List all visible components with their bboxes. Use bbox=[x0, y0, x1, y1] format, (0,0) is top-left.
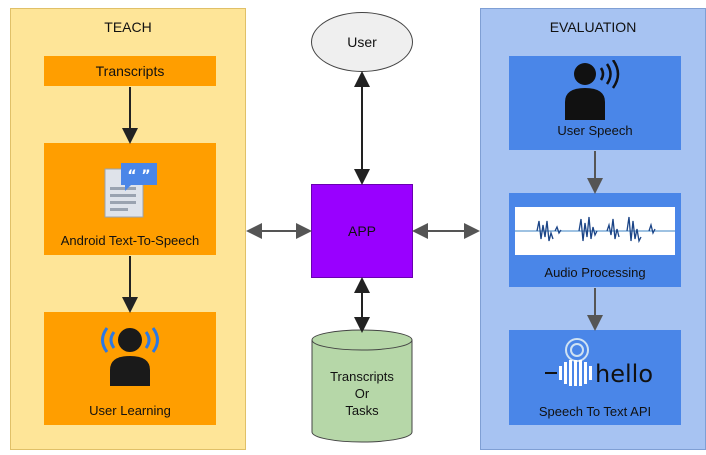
database-label-line3: Tasks bbox=[345, 403, 379, 418]
transcripts-label: Transcripts bbox=[95, 63, 165, 79]
text-to-speech-icon: “ ” bbox=[104, 163, 157, 218]
database-label: Transcripts Or Tasks bbox=[310, 368, 414, 419]
waveform-icon bbox=[515, 216, 675, 244]
audio-processing-box: Audio Processing bbox=[509, 193, 681, 287]
text-to-speech-box: “ ” Android Text-To-Speech bbox=[44, 143, 216, 255]
user-ellipse: User bbox=[311, 12, 413, 72]
text-to-speech-label: Android Text-To-Speech bbox=[60, 233, 200, 248]
user-speech-label: User Speech bbox=[557, 123, 633, 138]
speech-to-text-label: Speech To Text API bbox=[538, 404, 652, 419]
listening-person-icon bbox=[101, 327, 159, 386]
user-label: User bbox=[347, 34, 377, 50]
speech-to-text-box: hello Speech To Text API bbox=[509, 330, 681, 425]
app-label: APP bbox=[347, 223, 376, 239]
hello-logo bbox=[545, 338, 592, 386]
hello-logo-text: hello bbox=[595, 360, 653, 388]
teach-panel-title: TEACH bbox=[104, 19, 152, 35]
transcripts-box: Transcripts bbox=[44, 56, 216, 86]
user-speech-box: User Speech bbox=[509, 56, 681, 150]
database-cylinder bbox=[311, 329, 413, 443]
database-label-line1: Transcripts bbox=[330, 369, 394, 384]
svg-text:“ ”: “ ” bbox=[127, 168, 150, 184]
database-label-line2: Or bbox=[354, 386, 370, 401]
audio-processing-label: Audio Processing bbox=[544, 265, 646, 280]
user-learning-label: User Learning bbox=[89, 403, 171, 418]
waveform-panel bbox=[515, 207, 675, 255]
speaking-person-icon bbox=[565, 60, 620, 120]
user-learning-box: User Learning bbox=[44, 312, 216, 425]
evaluation-panel-title: EVALUATION bbox=[549, 19, 637, 35]
